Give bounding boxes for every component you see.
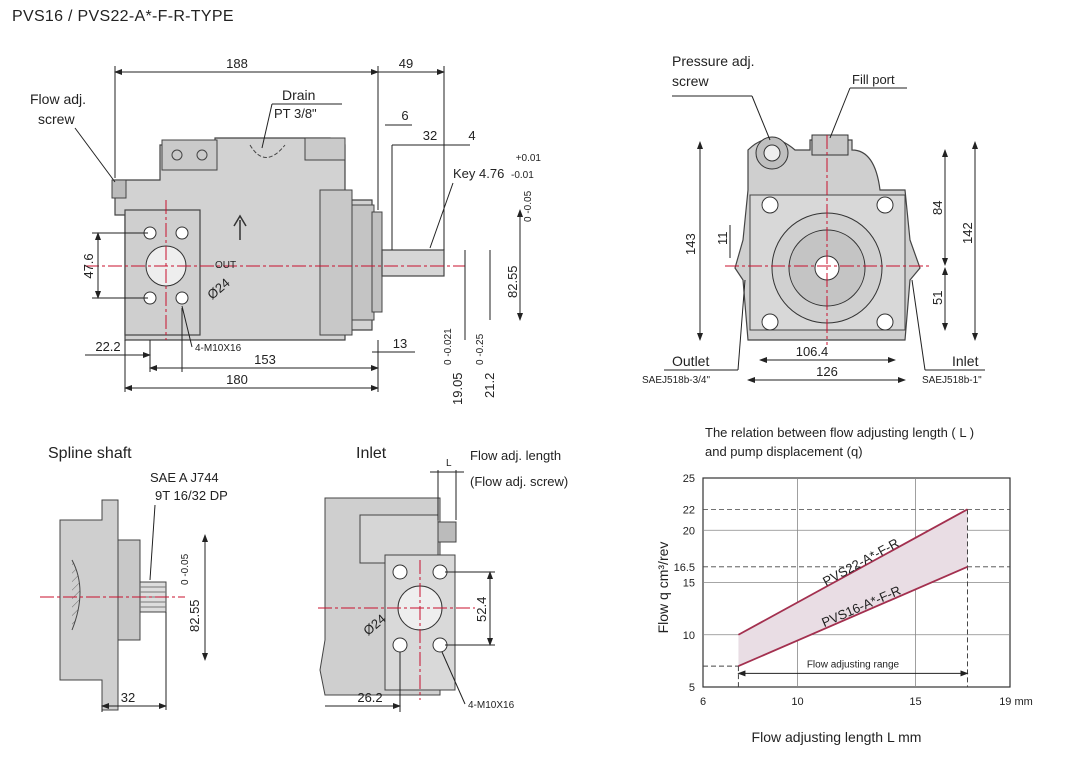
inlet-view: Inlet Flow adj. length (Flow adj. screw)… <box>318 445 568 712</box>
dim-6: 6 <box>401 108 408 123</box>
y-tick-0: 5 <box>689 682 695 694</box>
spline-spec-2: 9T 16/32 DP <box>155 488 228 503</box>
key-label: Key 4.76 <box>453 166 504 181</box>
key-tol-minus: -0.01 <box>511 170 534 181</box>
inlet-dim-52-4: 52.4 <box>474 597 489 622</box>
y-tick-1: 10 <box>683 630 695 642</box>
y-tick-3: 16.5 <box>674 562 695 574</box>
pressure-adj-label-1: Pressure adj. <box>672 53 754 69</box>
spline-view: Spline shaft SAE A J744 9T 16/32 DP 82.5… <box>40 445 228 712</box>
spline-dim-82-55: 82.55 <box>187 599 202 632</box>
fill-port-label: Fill port <box>852 72 895 87</box>
dim-126: 126 <box>816 364 838 379</box>
spline-dim-82-55-tol: 0 -0.05 <box>180 553 191 585</box>
dim-13: 13 <box>393 336 407 351</box>
y-tick-5: 22 <box>683 504 695 516</box>
dim-32: 32 <box>423 128 437 143</box>
x-axis-label: Flow adjusting length L mm <box>752 729 922 745</box>
tick-labels: 5 10 15 16.5 20 22 25 6 10 15 19 mm <box>674 473 1033 708</box>
key-tol-plus: +0.01 <box>516 153 542 164</box>
chart-title-line-1: The relation between flow adjusting leng… <box>705 425 974 440</box>
inlet-heading: Inlet <box>356 445 387 462</box>
dim-11: 11 <box>715 232 730 246</box>
dim-22-2: 22.2 <box>95 339 120 354</box>
x-tick-3: 19 mm <box>999 696 1033 708</box>
dim-21-2-tol: 0 -0.25 <box>475 333 486 365</box>
flow-adj-screw-label: (Flow adj. screw) <box>470 474 568 489</box>
dim-4: 4 <box>468 128 475 143</box>
inlet-spec: SAEJ518b-1" <box>922 375 982 386</box>
series-line-1 <box>738 565 968 667</box>
flow-adj-label-2: screw <box>38 111 75 127</box>
dim-49: 49 <box>399 56 413 71</box>
y-tick-4: 20 <box>683 525 695 537</box>
spline-dim-32: 32 <box>121 690 135 705</box>
flow-adj-length-label: Flow adj. length <box>470 448 561 463</box>
bolts-label: 4-M10X16 <box>195 343 242 354</box>
outlet-label: Outlet <box>672 353 709 369</box>
dim-142: 142 <box>960 222 975 244</box>
dim-143: 143 <box>683 233 698 255</box>
y-tick-6: 25 <box>683 473 695 485</box>
out-label: OUT <box>215 260 236 271</box>
series-line-0 <box>737 508 968 636</box>
dim-82-55: 82.55 <box>505 265 520 298</box>
dim-84: 84 <box>930 201 945 215</box>
spline-heading: Spline shaft <box>48 445 132 462</box>
flow-chart: The relation between flow adjusting leng… <box>655 425 1033 745</box>
chart-title-line-2: and pump displacement (q) <box>705 444 863 459</box>
dim-21-2: 21.2 <box>482 373 497 398</box>
adjust-range-fill <box>738 509 968 667</box>
dim-82-55-tol: 0 -0.05 <box>523 190 534 222</box>
dim-106-4: 106.4 <box>796 344 829 359</box>
dim-47-6: 47.6 <box>81 253 96 278</box>
dim-180: 180 <box>226 372 248 387</box>
inlet-dim-26-2: 26.2 <box>357 690 382 705</box>
x-tick-1: 10 <box>791 696 803 708</box>
y-tick-2: 15 <box>683 578 695 590</box>
front-view: Pressure adj. screw Fill port 143 142 84… <box>642 53 985 386</box>
inlet-bolts-label: 4-M10X16 <box>468 700 515 711</box>
range-annotation: Flow adjusting range <box>807 659 900 670</box>
pressure-adj-label-2: screw <box>672 73 709 89</box>
drain-label: Drain <box>282 87 315 103</box>
L-label: L <box>446 458 452 469</box>
dim-153: 153 <box>254 352 276 367</box>
page-title: PVS16 / PVS22-A*-F-R-TYPE <box>12 8 234 25</box>
dim-188: 188 <box>226 56 248 71</box>
outlet-spec: SAEJ518b-3/4" <box>642 375 710 386</box>
inlet-label: Inlet <box>952 353 979 369</box>
x-tick-2: 15 <box>909 696 921 708</box>
x-tick-0: 6 <box>700 696 706 708</box>
flow-adj-label-1: Flow adj. <box>30 91 86 107</box>
dim-19-05-tol: 0 -0.021 <box>443 328 454 365</box>
drain-spec: PT 3/8" <box>274 106 317 121</box>
dim-19-05: 19.05 <box>450 372 465 405</box>
spline-spec-1: SAE A J744 <box>150 470 219 485</box>
y-axis-label: Flow q cm³/rev <box>655 542 671 634</box>
dim-51: 51 <box>930 291 945 305</box>
side-view: 188 49 6 32 4 +0.01 Key 4.76 -0.01 Drain… <box>30 56 541 405</box>
